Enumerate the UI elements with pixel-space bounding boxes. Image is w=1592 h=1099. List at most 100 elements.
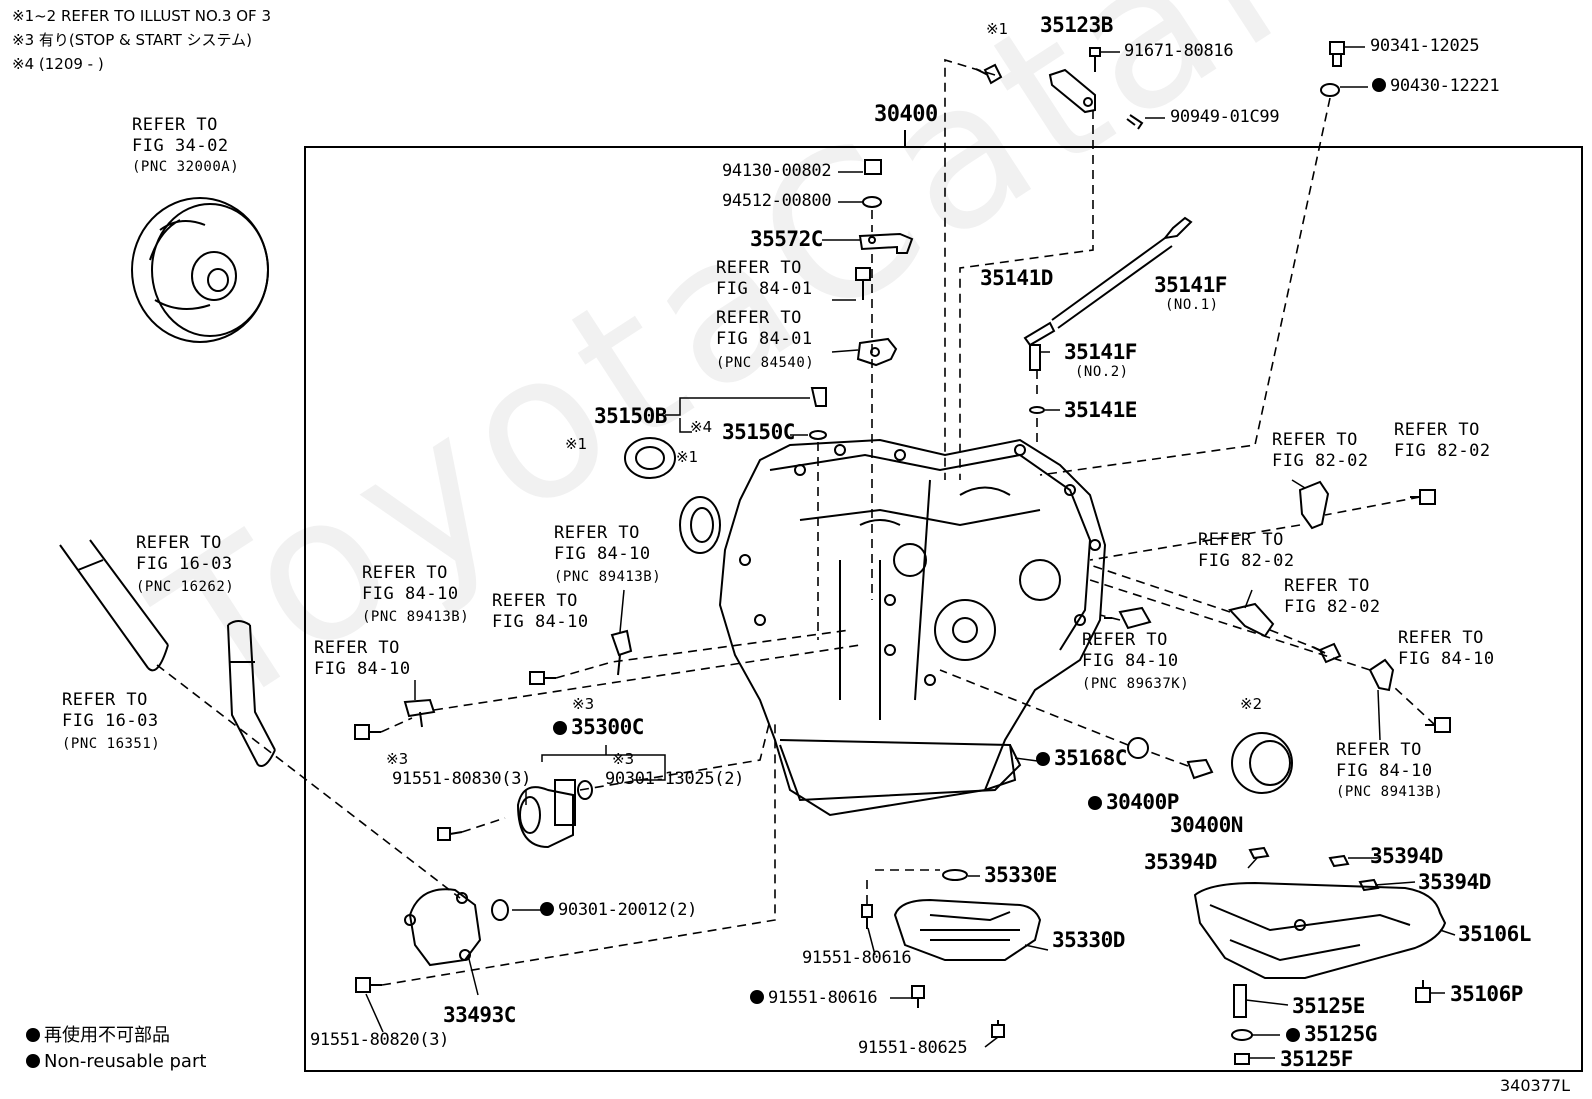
ref-fig-84-10-a-pnc: (PNC 89413B)	[554, 569, 662, 585]
ref-fig-84-10-f-line1[interactable]: REFER TO	[1398, 628, 1484, 648]
mark-note3-bolt: ※3	[386, 750, 409, 768]
part-35141e[interactable]: 35141E	[1064, 398, 1137, 422]
part-35125g[interactable]: 35125G	[1286, 1024, 1377, 1045]
bolt-35125f-drawing	[1234, 1053, 1250, 1065]
bolt-fig8202-a-drawing	[1410, 489, 1436, 505]
part-35123b[interactable]: 35123B	[1040, 13, 1113, 37]
ref-fig-34-02-line1[interactable]: REFER TO	[132, 115, 218, 135]
note-date: ※4 (1209 - )	[12, 55, 104, 73]
ref-fig-84-10-a-line1[interactable]: REFER TO	[554, 523, 640, 543]
ref-fig-82-02-a-line2[interactable]: FIG 82-02	[1272, 451, 1369, 471]
part-94512-00800[interactable]: 94512-00800	[722, 191, 832, 211]
part-94130-00802[interactable]: 94130-00802	[722, 161, 832, 181]
part-35572c[interactable]: 35572C	[750, 227, 823, 251]
part-90949-01c99[interactable]: 90949-01C99	[1170, 107, 1280, 127]
part-90341-12025[interactable]: 90341-12025	[1370, 36, 1480, 56]
ref-fig-84-10-g-line2[interactable]: FIG 84-10	[1336, 761, 1433, 781]
strainer-35330d-drawing	[893, 898, 1042, 961]
ref-fig-82-02-a-line1[interactable]: REFER TO	[1272, 430, 1358, 450]
part-90301-13025[interactable]: 90301-13025(2)	[605, 769, 745, 789]
part-91551-80616-b[interactable]: 91551-80616	[750, 990, 878, 1007]
non-reusable-dot	[1372, 78, 1386, 92]
ref-fig-82-02-b-line2[interactable]: FIG 82-02	[1394, 441, 1491, 461]
part-35394d-b[interactable]: 35394D	[1370, 844, 1443, 868]
ref-fig-82-02-c-line2[interactable]: FIG 82-02	[1198, 551, 1295, 571]
part-91551-80616-a[interactable]: 91551-80616	[802, 948, 912, 968]
ref-fig-34-02-line2[interactable]: FIG 34-02	[132, 136, 229, 156]
ref-fig-84-10-a-line2[interactable]: FIG 84-10	[554, 544, 651, 564]
ref-fig-84-10-e-pnc: (PNC 89637K)	[1082, 676, 1190, 692]
part-35168c-label: 35168C	[1054, 746, 1127, 770]
ref-fig-82-02-c-line1[interactable]: REFER TO	[1198, 530, 1284, 550]
rod-35141d-drawing	[1023, 216, 1193, 371]
ref-fig-84-10-b-line1[interactable]: REFER TO	[362, 563, 448, 583]
part-35150c[interactable]: 35150C	[722, 420, 795, 444]
ref-fig-16-03-a-line1[interactable]: REFER TO	[136, 533, 222, 553]
part-35125e[interactable]: 35125E	[1292, 994, 1365, 1018]
ref-fig-84-01-a-line1[interactable]: REFER TO	[716, 258, 802, 278]
part-35125f[interactable]: 35125F	[1280, 1047, 1353, 1071]
part-91551-80820[interactable]: 91551-80820(3)	[310, 1030, 450, 1050]
bolt-m1-drawing	[975, 63, 1003, 85]
bolt-strainer-1-drawing	[861, 904, 873, 929]
ref-fig-84-10-d-line2[interactable]: FIG 84-10	[314, 659, 411, 679]
part-35330e[interactable]: 35330E	[984, 863, 1057, 887]
mark-note1-seal-a: ※1	[565, 435, 588, 453]
part-35394d-a[interactable]: 35394D	[1144, 850, 1217, 874]
ref-fig-84-10-e-line1[interactable]: REFER TO	[1082, 630, 1168, 650]
mark-note3-oring: ※3	[612, 750, 635, 768]
diagram-id: 340377L	[1500, 1076, 1570, 1095]
oil-pan-35106l-drawing	[1193, 881, 1447, 979]
sensor-84540-drawing	[856, 337, 898, 367]
ref-fig-84-01-b-line1[interactable]: REFER TO	[716, 308, 802, 328]
part-35141f-no1[interactable]: 35141F	[1154, 273, 1227, 297]
ref-fig-16-03-b-line1[interactable]: REFER TO	[62, 690, 148, 710]
ref-fig-84-10-b-line2[interactable]: FIG 84-10	[362, 584, 459, 604]
ref-fig-34-02-pnc: (PNC 32000A)	[132, 159, 240, 175]
part-30400p[interactable]: 30400P	[1088, 792, 1179, 813]
ref-fig-84-10-e-line2[interactable]: FIG 84-10	[1082, 651, 1179, 671]
non-reusable-dot	[1088, 796, 1102, 810]
ref-fig-84-01-a-line2[interactable]: FIG 84-01	[716, 279, 813, 299]
part-35394d-c[interactable]: 35394D	[1418, 870, 1491, 894]
ref-fig-84-10-c-line2[interactable]: FIG 84-10	[492, 612, 589, 632]
part-35106l[interactable]: 35106L	[1458, 922, 1531, 946]
ref-fig-82-02-d-line1[interactable]: REFER TO	[1284, 576, 1370, 596]
ref-fig-84-01-b-line2[interactable]: FIG 84-01	[716, 329, 813, 349]
ref-fig-16-03-b-pnc: (PNC 16351)	[62, 736, 161, 752]
part-30400n[interactable]: 30400N	[1170, 813, 1243, 837]
part-91551-80830[interactable]: 91551-80830(3)	[392, 769, 532, 789]
assembly-frame	[304, 146, 1583, 1072]
bolt-90341-drawing	[1329, 41, 1345, 67]
part-35141f-no2[interactable]: 35141F	[1064, 340, 1137, 364]
ref-fig-84-10-c-line1[interactable]: REFER TO	[492, 591, 578, 611]
legend-jp: 再使用不可部品	[26, 1027, 170, 1045]
part-35330d[interactable]: 35330D	[1052, 928, 1125, 952]
ref-fig-82-02-b-line1[interactable]: REFER TO	[1394, 420, 1480, 440]
part-35141d[interactable]: 35141D	[980, 266, 1053, 290]
plug-30400n-drawing	[1186, 758, 1214, 780]
part-35300c[interactable]: 35300C	[553, 717, 644, 738]
ref-fig-16-03-b-line2[interactable]: FIG 16-03	[62, 711, 159, 731]
ref-fig-84-10-g-line1[interactable]: REFER TO	[1336, 740, 1422, 760]
sensor-89413b-l-drawing	[610, 629, 633, 676]
part-35168c[interactable]: 35168C	[1036, 748, 1127, 769]
ref-fig-84-10-f-line2[interactable]: FIG 84-10	[1398, 649, 1495, 669]
part-33493c[interactable]: 33493C	[443, 1003, 516, 1027]
bracket-fig8202-a-drawing	[1298, 480, 1330, 530]
ref-fig-82-02-d-line2[interactable]: FIG 82-02	[1284, 597, 1381, 617]
part-35150b[interactable]: 35150B	[594, 404, 667, 428]
non-reusable-dot	[1036, 752, 1050, 766]
part-35106p[interactable]: 35106P	[1450, 982, 1523, 1006]
part-30400[interactable]: 30400	[874, 102, 938, 127]
ref-fig-84-10-d-line1[interactable]: REFER TO	[314, 638, 400, 658]
non-reusable-dot	[750, 990, 764, 1004]
gasket-35125g-drawing	[1231, 1029, 1253, 1041]
part-91671-80816[interactable]: 91671-80816	[1124, 41, 1234, 61]
bolt-fig8410-l-drawing	[529, 671, 556, 685]
part-91551-80625[interactable]: 91551-80625	[858, 1038, 968, 1058]
part-90301-20012[interactable]: 90301-20012(2)	[540, 902, 697, 919]
ref-fig-16-03-a-line2[interactable]: FIG 16-03	[136, 554, 233, 574]
part-90430-12221[interactable]: 90430-12221	[1372, 78, 1500, 95]
